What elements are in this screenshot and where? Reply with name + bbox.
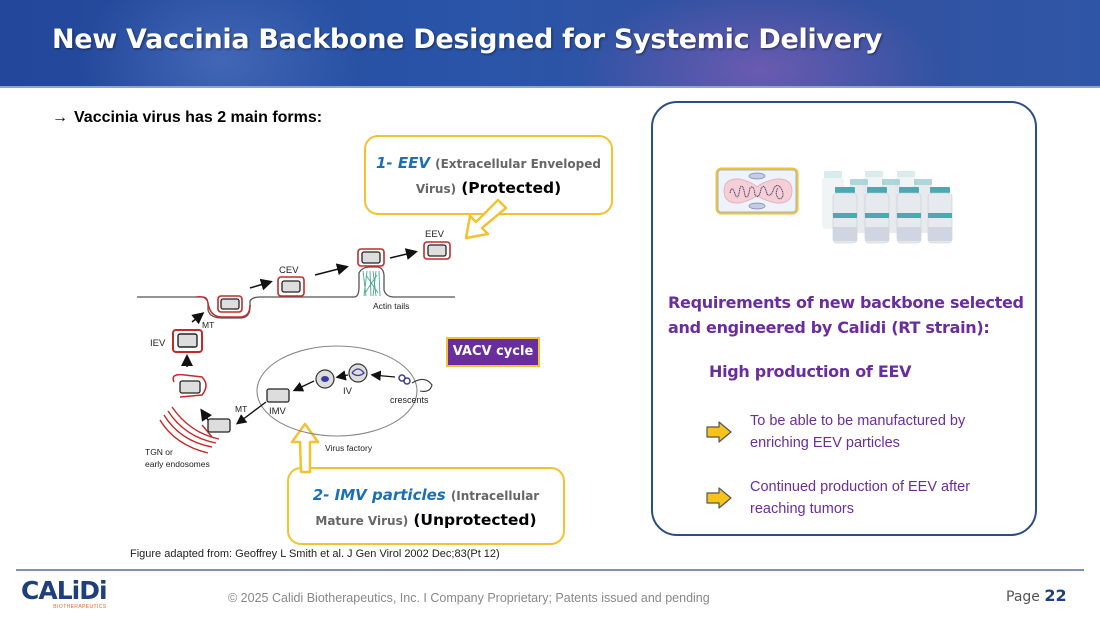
yellow-arrow-icon	[706, 487, 732, 509]
virion-imv	[266, 388, 290, 403]
logo-subtext: BIOTHERAPEUTICS	[53, 604, 107, 610]
virion-eev	[423, 241, 451, 260]
imv-description-b: Mature Virus)	[315, 514, 409, 528]
virion-mt	[217, 295, 243, 313]
label-imv: IMV	[269, 406, 287, 417]
slide-title: New Vaccinia Backbone Designed for Syste…	[52, 24, 883, 55]
label-eev: EEV	[425, 229, 445, 240]
requirements-line-1: Requirements of new backbone selected	[668, 293, 1024, 312]
virion-cev	[277, 276, 305, 297]
company-logo: CALiDi BIOTHERAPEUTICS	[21, 576, 108, 611]
eev-description: (Extracellular Enveloped	[435, 157, 601, 171]
label-iv: IV	[343, 386, 353, 397]
actin-tails	[362, 270, 381, 297]
figure-caption: Figure adapted from: Geoffrey L Smith et…	[130, 548, 500, 560]
page-label: Page	[1006, 589, 1040, 605]
highlight-heading: High production of EEV	[709, 362, 912, 381]
vacv-cycle-diagram: EEV CEV Actin tails MT IEV IV crescents …	[137, 229, 455, 469]
label-endosomes: early endosomes	[145, 459, 210, 469]
requirements-heading: Requirements of new backbone selected an…	[668, 290, 1024, 340]
tgn-membranes	[159, 406, 220, 454]
crescents	[398, 374, 433, 392]
bullet-1-line-1: To be able to be manufactured by	[750, 413, 966, 429]
copyright-notice: © 2025 Calidi Biotherapeutics, Inc. I Co…	[228, 591, 710, 605]
imv-description: (Intracellular	[450, 489, 540, 503]
cell-illustration	[715, 167, 799, 215]
imv-label: 2- IMV particles	[312, 486, 446, 504]
requirements-panel	[651, 101, 1037, 536]
yellow-arrow-icon	[706, 421, 732, 443]
vacv-cycle-badge: VACV cycle	[446, 337, 540, 367]
imv-pointer-arrow-icon	[290, 422, 320, 474]
requirements-line-2: and engineered by Calidi (RT strain):	[668, 318, 990, 337]
bullet-2-line-1: Continued production of EEV after	[750, 479, 971, 495]
eev-description-b: Virus)	[415, 182, 457, 196]
virion-actin	[357, 248, 385, 267]
vials-illustration	[822, 171, 953, 244]
label-crescents: crescents	[390, 395, 429, 405]
virus-factory-ellipse	[256, 345, 418, 437]
header-banner: New Vaccinia Backbone Designed for Syste…	[0, 0, 1100, 88]
virion-transport	[207, 418, 231, 433]
right-arrow-icon: →	[52, 109, 68, 126]
label-iev: IEV	[150, 338, 166, 349]
eev-label: 1- EEV	[376, 154, 430, 172]
imv-status: (Unprotected)	[413, 511, 537, 529]
label-actin-tails: Actin tails	[373, 301, 409, 311]
virion-wrapping	[172, 373, 207, 398]
imv-callout: 2- IMV particles (Intracellular Mature V…	[287, 467, 565, 545]
page-number: Page 22	[1006, 586, 1067, 605]
label-mt-2: MT	[235, 404, 247, 414]
eev-status: (Protected)	[461, 179, 562, 197]
label-virus-factory: Virus factory	[325, 443, 373, 453]
virion-iev	[172, 329, 203, 353]
bullet-2-line-2: reaching tumors	[750, 501, 854, 517]
label-mt-1: MT	[202, 320, 214, 330]
iv-particle-2	[348, 363, 368, 383]
bullet-1-line-2: enriching EEV particles	[750, 435, 900, 451]
label-cev: CEV	[279, 265, 299, 276]
intro-line: → Vaccinia virus has 2 main forms:	[52, 109, 322, 127]
logo-text: CALiDi	[21, 576, 108, 605]
label-tgn: TGN or	[145, 447, 173, 457]
intro-text: Vaccinia virus has 2 main forms:	[74, 109, 323, 126]
page-number-value: 22	[1044, 586, 1067, 605]
eev-pointer-arrow-icon	[464, 198, 508, 240]
footer-divider	[16, 569, 1084, 571]
